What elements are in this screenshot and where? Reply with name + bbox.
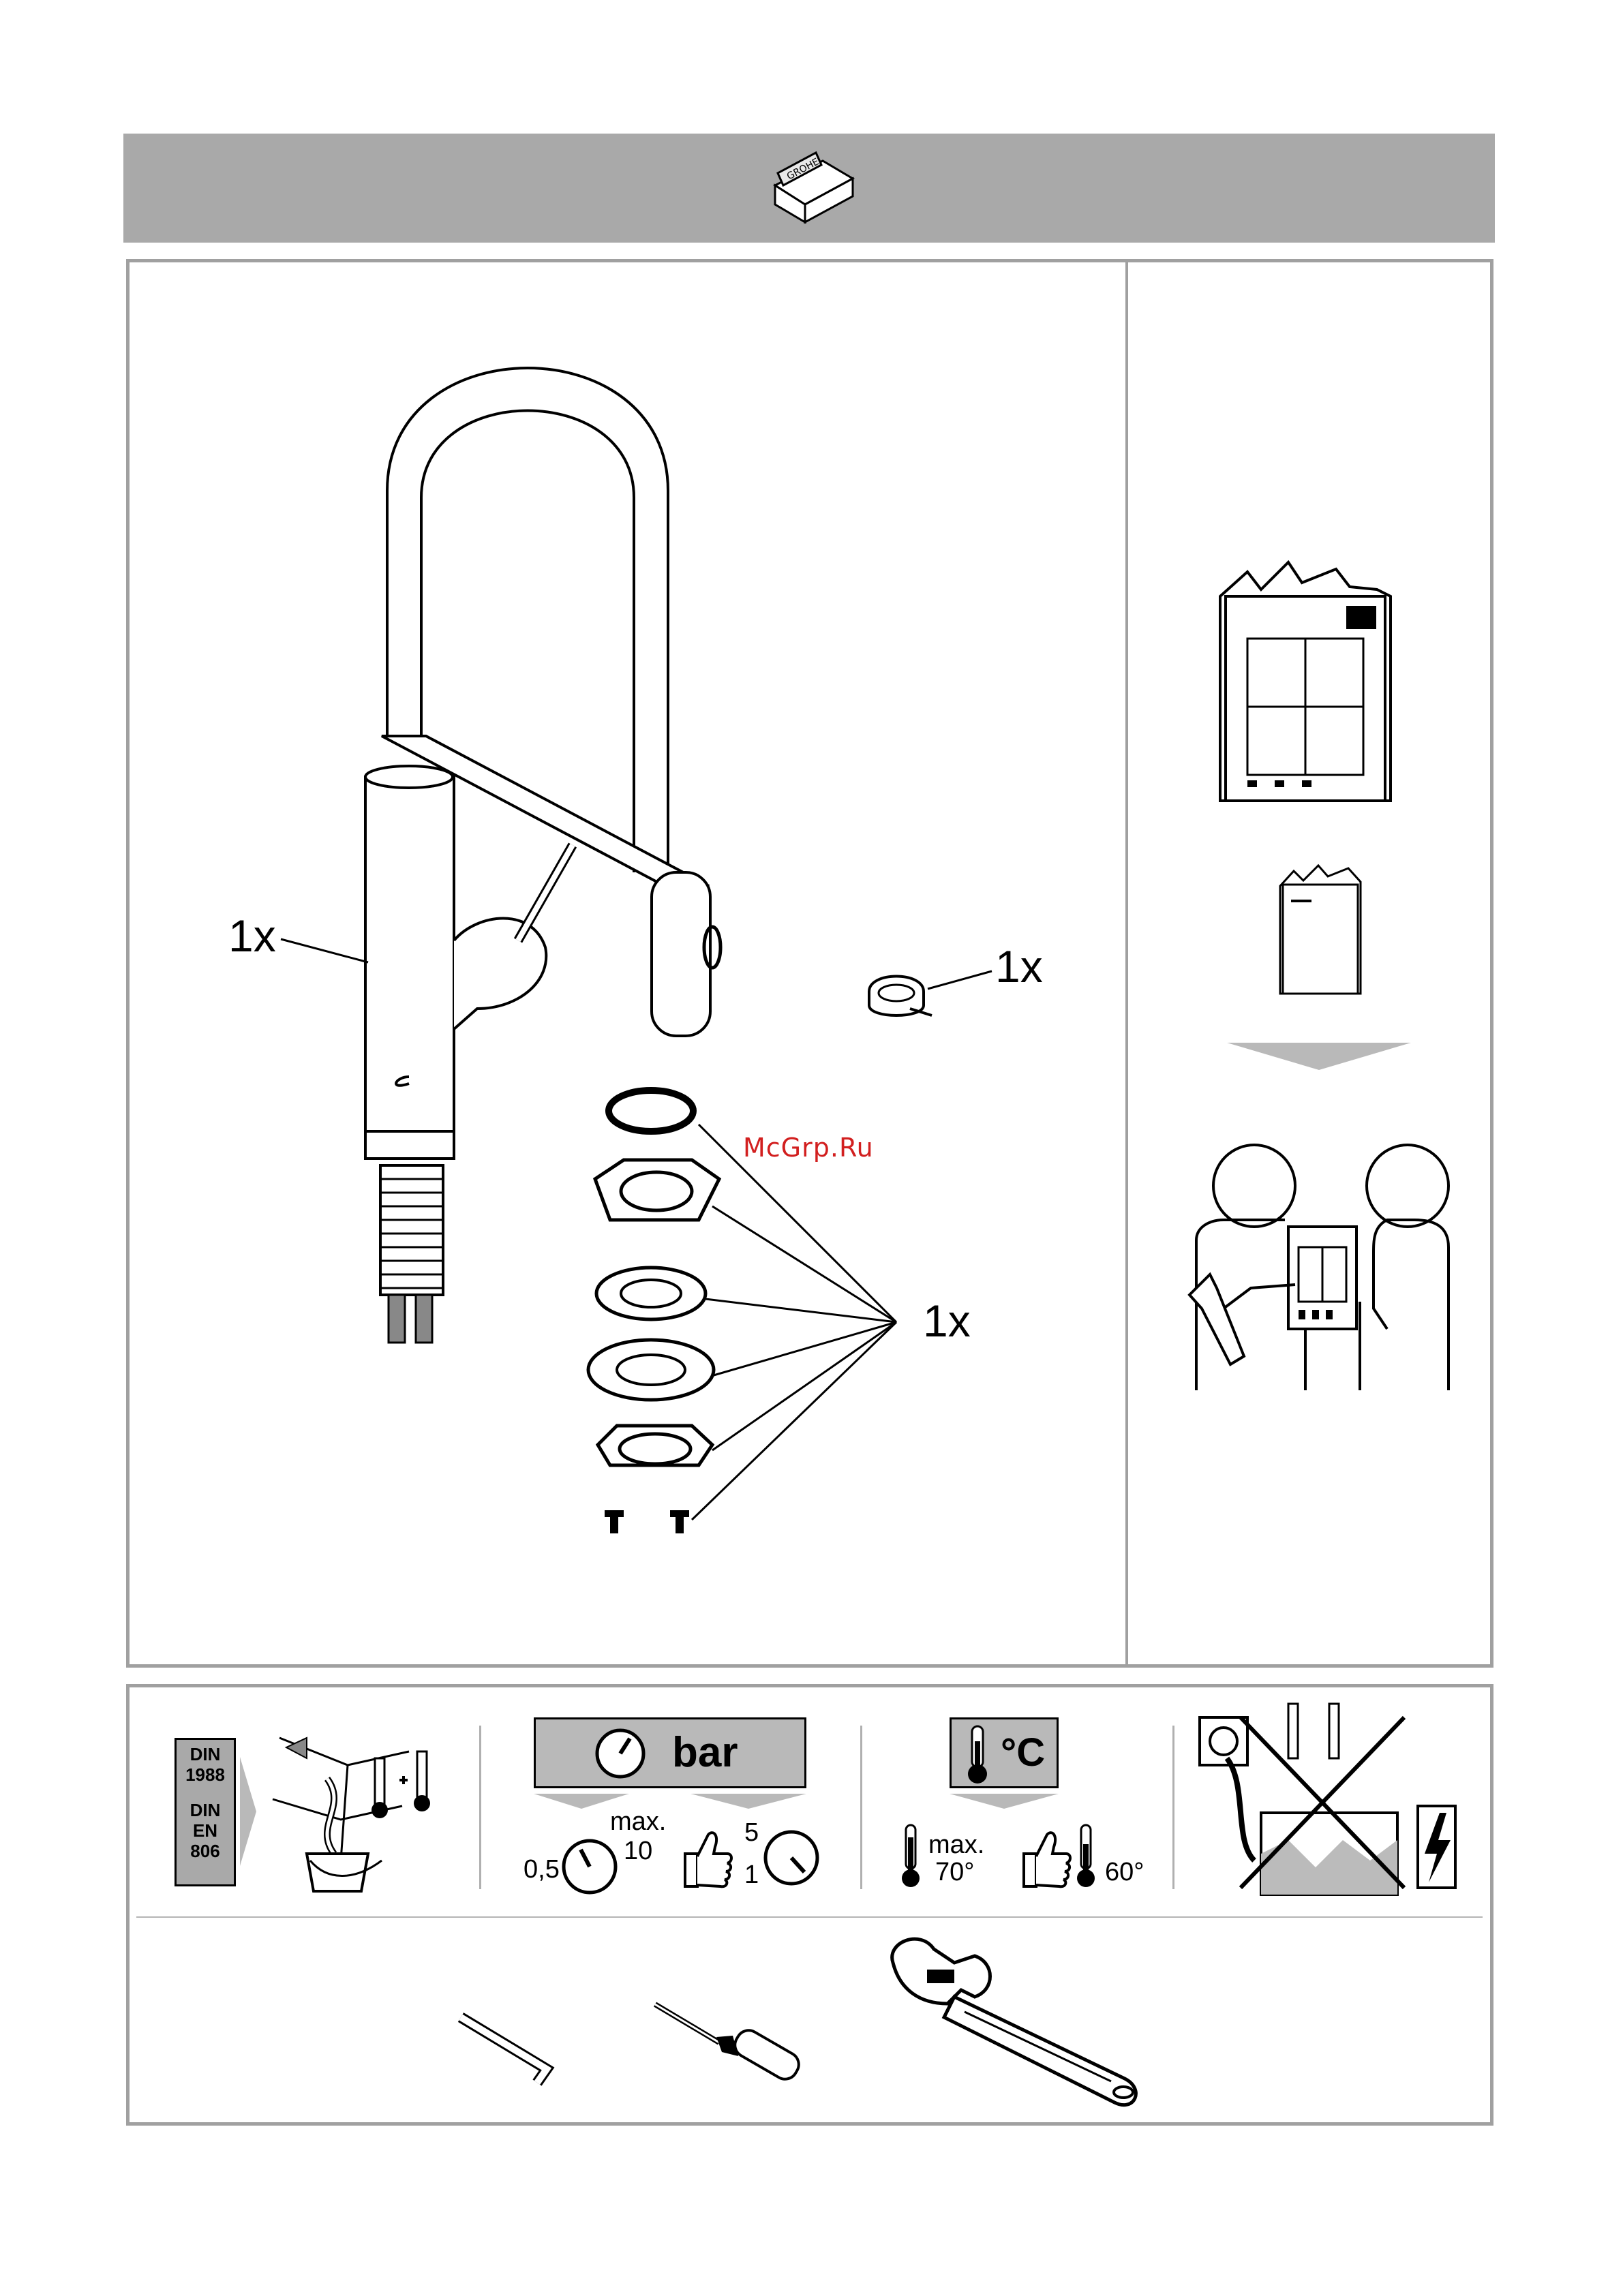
standard-badge: DIN 1988 DIN EN 806 (175, 1738, 236, 1886)
thermometer-recommended-icon (1075, 1824, 1097, 1889)
gauge-max-icon (560, 1837, 619, 1896)
pressure-min-value: 0,5 (524, 1855, 560, 1884)
pressure-rec-low: 1 (744, 1861, 759, 1890)
column-separator (479, 1726, 481, 1889)
watermark: McGrp.Ru (743, 1133, 874, 1163)
panel-divider (1125, 261, 1128, 1666)
pressure-max-value: 10 (624, 1837, 652, 1866)
mounting-set-quantity: 1x (923, 1295, 971, 1347)
hex-key-icon (458, 2010, 567, 2085)
no-pressureless-heater-icon (1193, 1704, 1466, 1901)
clip-quantity: 1x (995, 940, 1043, 992)
chevron-right-icon (240, 1757, 258, 1866)
flush-pipes-icon (266, 1724, 443, 1895)
requirements-divider (136, 1916, 1483, 1918)
temperature-rec-value: 60° (1105, 1858, 1144, 1887)
pressure-rec-high: 5 (744, 1818, 759, 1848)
thermometer-max-icon (900, 1824, 922, 1889)
handover-icon (1183, 1138, 1462, 1390)
gauge-recommended-icon (762, 1828, 821, 1887)
temperature-header: °C (950, 1717, 1059, 1788)
temperature-unit: °C (1001, 1729, 1045, 1777)
pressure-max-label: max. (610, 1807, 666, 1837)
temperature-arrow (950, 1794, 1059, 1814)
faucet-leader-line (279, 934, 382, 968)
small-booklet-icon (1280, 866, 1361, 995)
clip-icon (862, 958, 999, 1032)
thumbs-up-icon (678, 1826, 733, 1888)
temperature-max-label: max. (928, 1831, 984, 1860)
gauge-icon (594, 1728, 646, 1779)
pressure-header: bar (534, 1717, 806, 1788)
screwdriver-icon (651, 2000, 808, 2096)
booklet-icon (1220, 562, 1391, 808)
grohe-box-icon: GROHE (768, 146, 857, 234)
faucet-quantity: 1x (228, 910, 276, 962)
adjustable-wrench-icon (879, 1935, 1152, 2113)
column-separator (860, 1726, 862, 1889)
temperature-max-value: 70° (935, 1858, 974, 1887)
thumbs-up-icon (1017, 1826, 1072, 1888)
pressure-unit: bar (672, 1729, 738, 1777)
column-separator (1172, 1726, 1174, 1889)
pressure-split-arrows (534, 1794, 806, 1814)
down-arrow-icon (1227, 1043, 1411, 1073)
thermometer-icon (965, 1725, 990, 1785)
header-band: GROHE (123, 134, 1495, 243)
